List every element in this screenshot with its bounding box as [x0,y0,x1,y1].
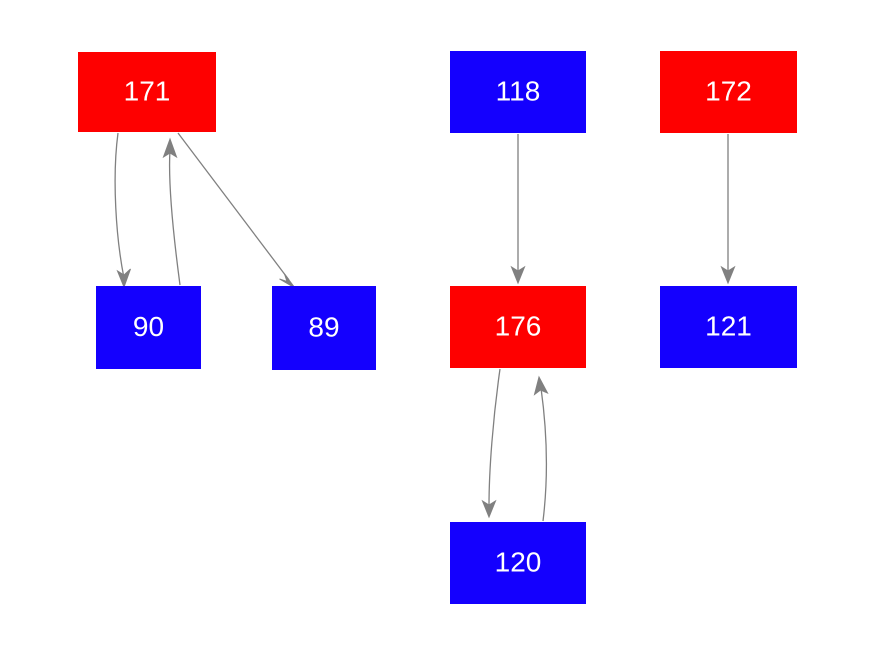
edge-line [488,368,501,507]
node-120[interactable]: 120 [450,522,586,604]
arrowhead-icon [533,375,549,396]
node-label: 120 [495,546,542,577]
node-box[interactable] [96,286,201,369]
edges-layer [114,132,736,522]
edge-90-to-171 [162,137,181,286]
node-label: 176 [495,310,542,341]
node-89[interactable]: 89 [272,286,376,370]
node-box[interactable] [450,286,586,368]
nodes-layer: 171 90 89 118 176 120 172 121 [78,51,797,604]
edge-120-to-176 [533,375,549,522]
edge-172-to-121 [720,134,736,285]
arrowhead-icon [510,265,526,285]
node-box[interactable] [78,52,216,132]
node-label: 171 [124,75,171,106]
arrowhead-icon [162,137,178,159]
node-label: 90 [133,311,164,342]
node-label: 89 [308,311,339,342]
node-box[interactable] [660,51,797,133]
edge-176-to-120 [481,368,501,519]
arrowhead-icon [481,499,497,519]
edge-line [540,387,547,522]
node-172[interactable]: 172 [660,51,797,133]
node-label: 121 [705,310,752,341]
edge-171-to-89 [177,132,296,289]
node-176[interactable]: 176 [450,286,586,368]
node-90[interactable]: 90 [96,286,201,369]
edge-line [177,132,290,281]
node-label: 118 [496,75,541,106]
edge-171-to-90 [114,132,131,289]
arrowhead-icon [720,265,736,285]
node-171[interactable]: 171 [78,52,216,132]
arrowhead-icon [116,268,131,289]
node-box[interactable] [450,522,586,604]
node-121[interactable]: 121 [660,286,797,368]
edge-line [168,149,181,286]
edge-line [114,132,125,279]
node-box[interactable] [450,51,586,133]
node-118[interactable]: 118 [450,51,586,133]
node-box[interactable] [660,286,797,368]
arrowhead-icon [279,273,296,289]
edge-118-to-176 [510,134,526,285]
node-label: 172 [705,75,752,106]
node-box[interactable] [272,286,376,370]
